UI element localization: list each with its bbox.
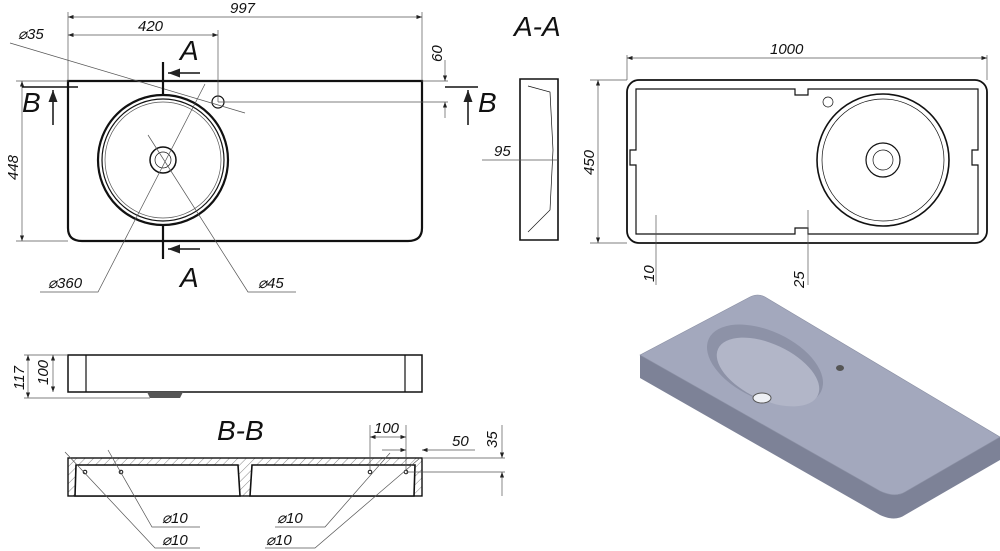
section-a-label-bottom: A [178, 262, 199, 293]
hole-dia-2: ⌀10 [162, 532, 188, 549]
dim-spacing-100: 100 [374, 420, 400, 437]
top-view: 997 420 ⌀35 60 448 ⌀360 ⌀45 A A B B [5, 0, 497, 293]
section-aa: A-A 95 [482, 11, 561, 241]
sink-outline [66, 79, 424, 243]
dim-25: 25 [791, 271, 808, 289]
dim-997: 997 [230, 0, 256, 17]
dim-35: 35 [484, 431, 501, 448]
dim-60: 60 [429, 45, 446, 62]
section-b-label-right: B [478, 87, 497, 118]
dim-448: 448 [5, 154, 22, 180]
dim-117: 117 [11, 365, 28, 390]
dim-basin: ⌀360 [48, 275, 83, 292]
dim-420: 420 [138, 18, 164, 35]
section-bb-title: B-B [217, 415, 264, 446]
section-b-label-left: B [22, 87, 41, 118]
section-a-label-top: A [178, 35, 199, 66]
dim-100: 100 [35, 359, 52, 385]
dim-10: 10 [641, 265, 658, 282]
basin-outer [96, 93, 230, 227]
dim-drain: ⌀45 [258, 275, 284, 292]
dim-1000: 1000 [770, 41, 804, 58]
hole-dia-4: ⌀10 [266, 532, 292, 549]
drain [149, 146, 177, 174]
front-view: 117 100 [11, 354, 423, 399]
bottom-view: 1000 450 10 25 [581, 41, 988, 289]
hole-dia-3: ⌀10 [277, 510, 303, 527]
section-bb: B-B 100 50 35 ⌀10 ⌀10 ⌀10 ⌀10 [64, 415, 505, 549]
section-aa-title: A-A [512, 11, 561, 42]
dim-450: 450 [581, 149, 598, 175]
dim-tap-hole: ⌀35 [18, 26, 44, 43]
dim-95: 95 [494, 143, 511, 160]
hole-dia-1: ⌀10 [162, 510, 188, 527]
dim-50: 50 [452, 433, 469, 450]
isometric-model [639, 294, 1000, 519]
